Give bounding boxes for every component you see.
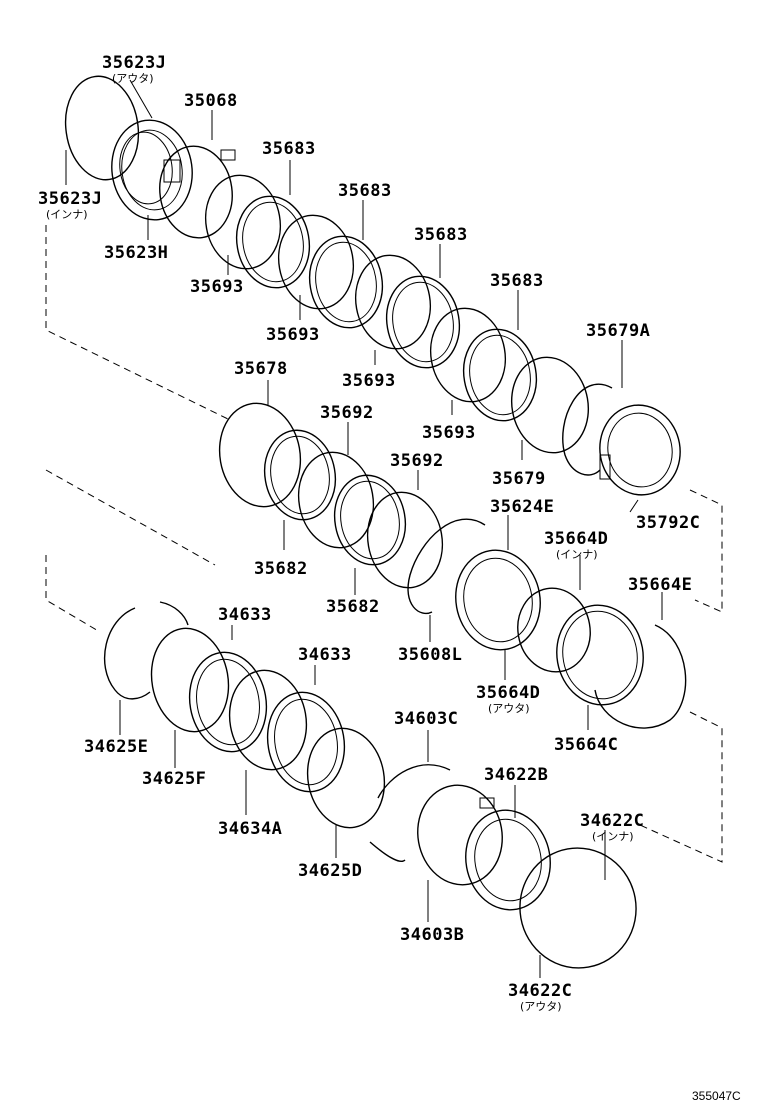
piston-35624E [455,549,541,651]
flange-35679 [510,356,590,454]
label-35623J-outer: 35623J [102,53,166,73]
parts-group-middle [218,402,687,729]
piston-34622B [465,809,551,911]
label-34625E: 34625E [84,737,148,757]
assembly-guide-lines [45,225,723,863]
snap-ring-34625E [103,607,151,700]
seal-34622C [519,847,637,969]
clutch-disc-35693-4 [429,307,507,403]
clutch-disc-35692-2 [366,491,444,589]
label-35623J-inner: 35623J [38,189,102,209]
clutch-plate-35682-1 [263,429,337,521]
clutch-disc-35693-3 [354,254,432,350]
snap-ring-35608L [407,518,486,614]
label-35664E: 35664E [628,575,692,595]
label-35682-a: 35682 [254,559,308,579]
clutch-plate-35683-2 [308,235,384,329]
label-35664D-inner: 35664D [544,529,608,549]
flange-34625F [150,627,230,733]
part-labels: 35623J (アウタ) 35068 35623J (インナ) 35623H 3… [38,53,741,1103]
label-35683-d: 35683 [490,271,544,291]
return-spring-35068 [159,145,236,239]
label-35693-b: 35693 [266,325,320,345]
label-35678: 35678 [234,359,288,379]
drum-35792C [599,404,681,496]
clutch-plate-35683-4 [462,328,538,422]
seal-35664C [556,604,644,706]
label-35683-c: 35683 [414,225,468,245]
brake-plate-34625D [306,727,386,829]
label-35664C: 35664C [554,735,618,755]
label-34603C: 34603C [394,709,458,729]
label-34633-a: 34633 [218,605,272,625]
label-35624E: 35624E [490,497,554,517]
clutch-disc-35678 [218,402,302,508]
label-35692-a: 35692 [320,403,374,423]
label-35664D-outer: 35664D [476,683,540,703]
label-34603B: 34603B [400,925,464,945]
clutch-plate-35683-1 [235,195,311,289]
label-35693-d: 35693 [422,423,476,443]
label-35623J-inner-note: (インナ) [46,208,88,221]
label-34625D: 34625D [298,861,362,881]
seal-35664D [517,587,591,673]
brake-disc-34633-1 [188,651,268,753]
piston-35623H [111,119,193,221]
label-34625F: 34625F [142,769,206,789]
parts-group-lower [103,601,637,969]
label-34622B: 34622B [484,765,548,785]
brake-disc-34633-2 [266,691,346,793]
label-34622C-inner-note: (インナ) [592,830,634,843]
clutch-plate-35682-2 [333,474,407,566]
label-35608L: 35608L [398,645,462,665]
parts-group-upper [64,75,681,496]
label-34622C-outer-note: (アウタ) [520,1000,562,1013]
return-spring-34603C [369,764,451,862]
seal-ring-35623J [64,75,140,181]
leader-lines [65,79,663,978]
brake-plate-34634A [228,669,308,771]
label-35664D-outer-note: (アウタ) [488,702,530,715]
label-35679A: 35679A [586,321,650,341]
spring-retainer-34603B [417,784,503,886]
label-34633-b: 34633 [298,645,352,665]
clutch-plate-35683-3 [385,275,461,369]
clutch-disc-35693-2 [277,214,355,310]
label-35664D-inner-note: (インナ) [556,548,598,561]
label-34634A: 34634A [218,819,282,839]
snap-ring-35664E [594,624,687,729]
label-35068: 35068 [184,91,238,111]
snap-ring-35679A [562,383,613,476]
label-35679: 35679 [492,469,546,489]
diagram-reference-code: 355047C [692,1089,741,1103]
label-34622C-outer: 34622C [508,981,572,1001]
clutch-disc-35693-1 [204,174,282,270]
label-35623J-outer-note: (アウタ) [112,72,154,85]
label-35693-a: 35693 [190,277,244,297]
label-34622C-inner: 34622C [580,811,644,831]
label-35792C: 35792C [636,513,700,533]
label-35683-a: 35683 [262,139,316,159]
label-35692-b: 35692 [390,451,444,471]
label-35693-c: 35693 [342,371,396,391]
label-35623H: 35623H [104,243,168,263]
label-35683-b: 35683 [338,181,392,201]
label-35682-b: 35682 [326,597,380,617]
